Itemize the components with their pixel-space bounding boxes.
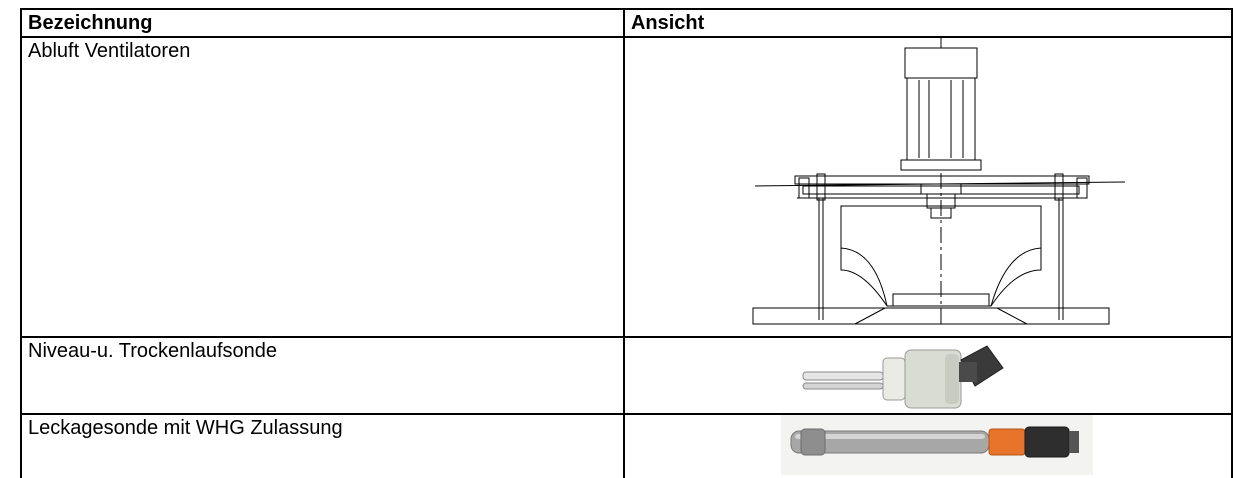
table-row: Niveau-u. Trockenlaufsonde bbox=[20, 336, 1234, 416]
row-name-cell: Niveau-u. Trockenlaufsonde bbox=[20, 336, 625, 416]
exhaust-fan-drawing-icon bbox=[752, 38, 1125, 328]
row-view-cell bbox=[622, 35, 1234, 339]
leakage-probe-icon bbox=[780, 415, 1093, 476]
table-header-row: Bezeichnung Ansicht bbox=[20, 8, 1234, 38]
row-view-cell bbox=[622, 336, 1234, 416]
header-ansicht: Ansicht bbox=[622, 8, 1234, 38]
level-dry-run-probe-icon bbox=[802, 345, 1004, 409]
row-name-cell: Abluft Ventilatoren bbox=[20, 35, 625, 339]
table-row: Abluft Ventilatoren bbox=[20, 35, 1234, 339]
row-name-cell: Leckagesonde mit WHG Zulassung bbox=[20, 413, 625, 478]
table-row: Leckagesonde mit WHG Zulassung bbox=[20, 413, 1234, 478]
components-table: Bezeichnung Ansicht Abluft Ventilatoren bbox=[20, 8, 1234, 478]
row-view-cell bbox=[622, 413, 1234, 478]
header-bezeichnung: Bezeichnung bbox=[20, 8, 625, 38]
